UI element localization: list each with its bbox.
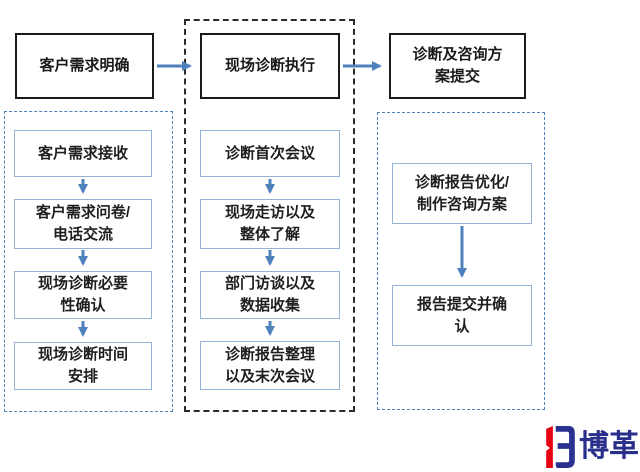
step-box: 现场走访以及 整体了解 <box>200 199 340 249</box>
step-box: 报告提交并确 认 <box>392 285 532 346</box>
phase2-steps-container <box>184 19 355 412</box>
company-logo: 博革 <box>546 426 639 468</box>
phase3-steps-container <box>377 112 545 410</box>
phase-box-customer-needs: 客户需求明确 <box>15 33 154 99</box>
step-box: 诊断报告优化/ 制作咨询方案 <box>392 163 532 224</box>
step-box: 客户需求问卷/ 电话交流 <box>14 199 152 249</box>
phase-box-onsite-diagnosis: 现场诊断执行 <box>200 33 340 99</box>
bg-monogram-icon <box>546 426 575 468</box>
step-box: 现场诊断必要 性确认 <box>14 271 152 319</box>
step-box: 客户需求接收 <box>14 130 152 177</box>
step-box: 现场诊断时间 安排 <box>14 342 152 390</box>
step-box: 部门访谈以及 数据收集 <box>200 271 340 319</box>
company-logo-text: 博革 <box>579 430 639 463</box>
step-box: 诊断首次会议 <box>200 130 340 177</box>
step-box: 诊断报告整理 以及末次会议 <box>200 341 340 390</box>
phase-box-plan-submission: 诊断及咨询方 案提交 <box>389 33 526 99</box>
phase1-steps-container <box>4 111 173 412</box>
